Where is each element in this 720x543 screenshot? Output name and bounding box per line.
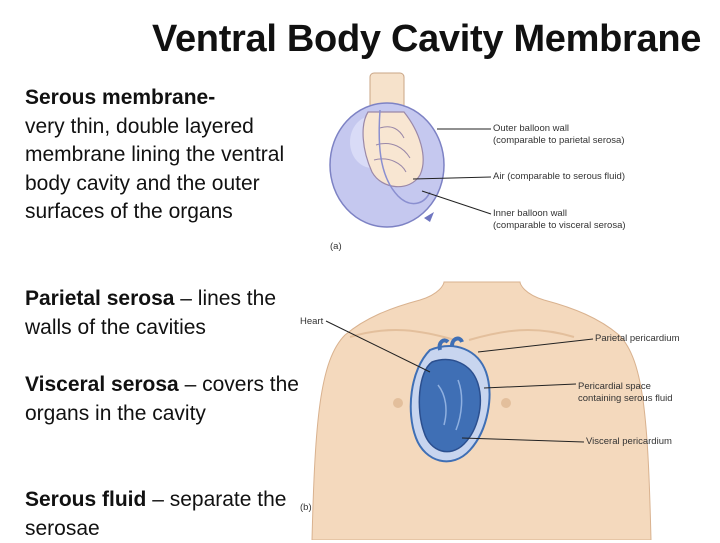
- page-title: Ventral Body Cavity Membrane: [152, 18, 702, 60]
- label-pericardial-space-fluid: containing serous fluid: [578, 393, 673, 404]
- term-visceral-serosa: Visceral serosa: [25, 373, 179, 396]
- term-serous-membrane: Serous membrane-: [25, 86, 216, 109]
- text-block-serous-fluid: Serous fluid – separate the serosae: [25, 486, 300, 543]
- definition-parietal-serosa: – lines the walls of the cavities: [25, 287, 277, 339]
- label-visceral-pericardium: Visceral pericardium: [586, 436, 672, 447]
- definition-serous-membrane: very thin, double layered membrane linin…: [25, 114, 285, 224]
- heart-illustration: [418, 358, 482, 453]
- term-parietal-serosa: Parietal serosa: [25, 287, 175, 310]
- label-inner-balloon-comparison: (comparable to visceral serosa): [493, 220, 626, 231]
- balloon-knot: [424, 212, 434, 222]
- panel-label-a: (a): [330, 241, 342, 252]
- label-heart: Heart: [300, 316, 324, 327]
- right-nipple: [501, 398, 511, 408]
- label-pericardial-space: Pericardial space: [578, 381, 651, 392]
- great-vessels: [437, 336, 464, 351]
- definition-serous-fluid: – separate the serosae: [25, 488, 287, 540]
- label-parietal-pericardium: Parietal pericardium: [595, 333, 680, 344]
- panel-label-b: (b): [300, 502, 312, 513]
- label-outer-balloon-wall: Outer balloon wall: [493, 123, 570, 134]
- inner-balloon-wall: [378, 109, 431, 205]
- text-block-parietal-serosa: Parietal serosa – lines the walls of the…: [25, 285, 300, 342]
- heart-surface-lines: [437, 379, 463, 431]
- fist-illustration: [362, 111, 424, 188]
- torso-figure: [311, 281, 652, 540]
- label-outer-balloon-comparison: (comparable to parietal serosa): [493, 135, 625, 146]
- label-air: Air (comparable to serous fluid): [493, 171, 625, 182]
- definition-visceral-serosa: – covers the organs in the cavity: [25, 373, 299, 425]
- text-block-visceral-serosa: Visceral serosa – covers the organs in t…: [25, 371, 300, 428]
- text-block-serous-membrane: Serous membrane- very thin, double layer…: [25, 84, 300, 227]
- left-nipple: [393, 398, 403, 408]
- clavicle-shading: [349, 329, 575, 341]
- balloon-figure: [329, 72, 492, 228]
- label-inner-balloon-wall: Inner balloon wall: [493, 208, 567, 219]
- term-serous-fluid: Serous fluid: [25, 488, 147, 511]
